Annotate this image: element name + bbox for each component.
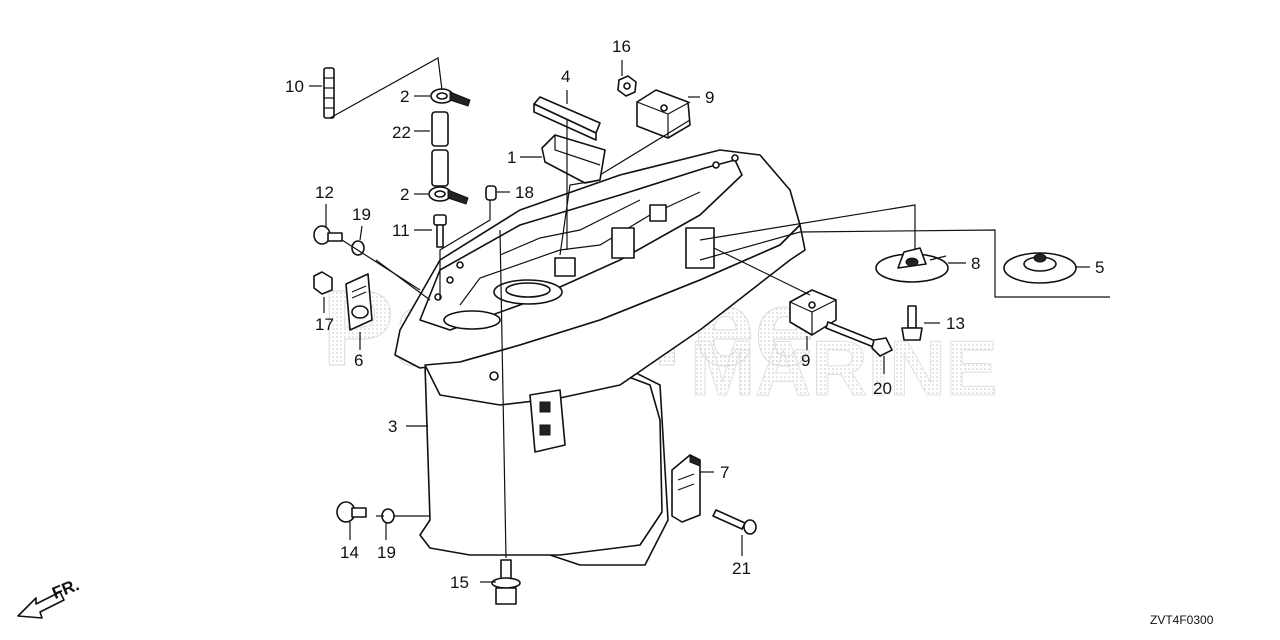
callout-9-bottom: 9 <box>801 351 810 370</box>
watermark-line2: MARINE <box>690 324 998 412</box>
flange-bolt-icon <box>901 305 923 341</box>
callout-18: 18 <box>515 183 534 202</box>
bolt-icon <box>313 225 343 245</box>
drain-bolt-icon <box>336 501 367 523</box>
nut-17-icon <box>313 271 333 295</box>
drawing-code: ZVT4F0300 <box>1150 613 1214 627</box>
water-screen-bolt-icon <box>491 559 521 605</box>
callout-21: 21 <box>732 559 751 578</box>
rubber-mount-icon <box>636 89 691 139</box>
callout-10: 10 <box>285 77 304 96</box>
callout-5: 5 <box>1095 258 1104 277</box>
rubber-seal-icon <box>533 96 601 141</box>
callout-19-top: 19 <box>352 205 371 224</box>
callout-12: 12 <box>315 183 334 202</box>
callout-17: 17 <box>315 315 334 334</box>
callout-1: 1 <box>507 148 516 167</box>
callout-8: 8 <box>971 254 980 273</box>
callout-9-top: 9 <box>705 88 714 107</box>
callout-11: 11 <box>392 221 410 240</box>
rubber-mount-2-icon <box>789 289 837 336</box>
callout-20: 20 <box>873 379 892 398</box>
trim-tab-icon <box>1003 252 1077 284</box>
callout-7: 7 <box>720 463 729 482</box>
callout-2-bottom: 2 <box>400 185 409 204</box>
hose-clip-icon <box>428 88 471 205</box>
callout-16: 16 <box>612 37 631 56</box>
seal-rubber-channel-icon <box>541 134 606 184</box>
part-callouts: 10 2 22 2 18 11 4 1 16 9 12 19 17 6 3 8 … <box>285 37 1104 592</box>
callout-14: 14 <box>340 543 359 562</box>
anode-plate-icon <box>345 273 373 331</box>
callout-19-bottom: 19 <box>377 543 396 562</box>
leader-lines <box>309 57 1110 583</box>
callout-4: 4 <box>561 67 570 86</box>
callout-6: 6 <box>354 351 363 370</box>
water-tube-fitting-icon <box>433 214 447 248</box>
front-direction-arrow: FR. <box>17 575 82 619</box>
callout-13: 13 <box>946 314 965 333</box>
direction-label: FR. <box>49 575 82 603</box>
callout-3: 3 <box>388 417 397 436</box>
nut-icon <box>617 75 637 97</box>
callout-2-top: 2 <box>400 87 409 106</box>
trim-tab-anode-icon <box>875 247 949 283</box>
callout-22: 22 <box>392 123 411 142</box>
callout-15: 15 <box>450 573 469 592</box>
water-hose-icon <box>431 111 449 187</box>
long-bolt-icon <box>825 321 893 357</box>
anode-7-icon <box>671 454 701 523</box>
bolt-21-icon <box>712 509 757 535</box>
stud-icon <box>323 67 335 119</box>
grommet-icon <box>485 185 497 201</box>
